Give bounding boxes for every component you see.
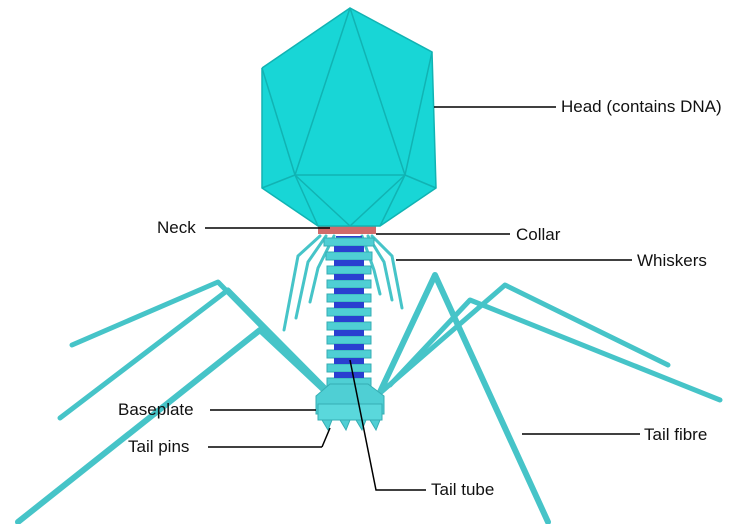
tail-pins: [322, 420, 380, 430]
label-baseplate: Baseplate: [118, 400, 194, 420]
label-collar: Collar: [516, 225, 560, 245]
label-head: Head (contains DNA): [561, 97, 722, 117]
collar: [318, 226, 376, 234]
tail-tube: [324, 236, 374, 396]
label-tail-tube: Tail tube: [431, 480, 494, 500]
tail-fibre-left-2: [60, 290, 332, 418]
tail-fibre-left-3: [18, 330, 340, 522]
leader-tailpins-down: [322, 428, 330, 447]
label-tail-pins: Tail pins: [128, 437, 189, 457]
label-tail-fibre: Tail fibre: [644, 425, 707, 445]
head-capsid: [262, 8, 436, 226]
tail-fibre-right-3: [390, 300, 720, 400]
tail-fibre-left-1: [72, 282, 322, 388]
tail-fibre-right-1: [372, 285, 668, 400]
label-neck: Neck: [157, 218, 196, 238]
baseplate: [316, 384, 384, 430]
label-whiskers: Whiskers: [637, 251, 707, 271]
